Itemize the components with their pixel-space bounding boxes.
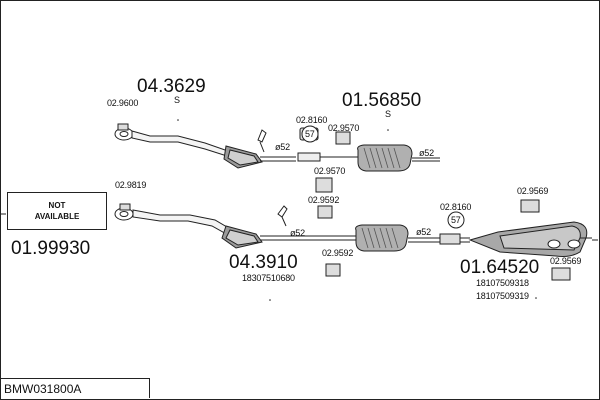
upper-fittings-drawing: [257, 125, 351, 153]
lower-fittings-drawing: [117, 123, 571, 281]
not-available-line-2: AVAILABLE: [34, 212, 80, 221]
part-number-front-pipe-lower[interactable]: 04.3910: [229, 252, 298, 273]
part-number-middle-silencer-upper[interactable]: 01.56850: [342, 90, 422, 111]
fitting-gasket-lower[interactable]: 02.9819: [115, 180, 147, 190]
pipe-diameter-3: ø52: [290, 228, 305, 238]
fitting-hanger-middle[interactable]: 02.9570: [314, 166, 346, 176]
fitting-clamp-lower[interactable]: 02.8160: [440, 202, 472, 212]
edge-marks: [1, 213, 598, 241]
fitting-hanger-upper[interactable]: 02.9570: [328, 123, 360, 133]
leader-dots: [177, 119, 537, 301]
part-suffix-front-pipe-upper: S: [174, 95, 181, 105]
fitting-clamp-57-lower: 57: [451, 215, 461, 225]
oem-number-rear-silencer-2: 18107509319: [476, 291, 529, 301]
oem-number-front-pipe-lower: 18307510680: [242, 273, 295, 283]
part-suffix-middle-silencer-upper: S: [385, 109, 392, 119]
middle-silencer-upper-drawing: [297, 144, 440, 172]
model-code-box: BMW031800A: [0, 378, 150, 398]
model-code: BMW031800A: [4, 381, 82, 396]
pipe-diameter-1: ø52: [275, 142, 290, 152]
fitting-hanger-rear-top[interactable]: 02.9569: [517, 186, 549, 196]
oem-number-rear-silencer-1: 18107509318: [476, 278, 529, 288]
fitting-hanger-rear-bottom[interactable]: 02.9569: [550, 256, 582, 266]
pipe-diameter-2: ø52: [419, 148, 434, 158]
not-available-box: NOT AVAILABLE: [7, 192, 107, 230]
fitting-hanger-middle-2[interactable]: 02.9592: [308, 195, 340, 205]
rear-silencer-drawing: [468, 221, 592, 257]
fitting-hanger-lower[interactable]: 02.9592: [322, 248, 354, 258]
fitting-clamp-upper[interactable]: 02.8160: [296, 115, 328, 125]
part-number-rear-silencer[interactable]: 01.64520: [460, 257, 540, 278]
fitting-clamp-57-upper: 57: [305, 129, 315, 139]
front-pipe-lower-drawing: [114, 205, 356, 249]
fitting-gasket-upper[interactable]: 02.9600: [107, 98, 139, 108]
part-number-not-available[interactable]: 01.99930: [11, 238, 91, 259]
part-number-front-pipe-upper[interactable]: 04.3629: [137, 76, 206, 97]
middle-silencer-lower-drawing: [355, 224, 470, 252]
pipe-diameter-4: ø52: [416, 227, 431, 237]
front-pipe-upper-drawing: [114, 127, 296, 169]
not-available-line-1: NOT: [48, 201, 66, 210]
